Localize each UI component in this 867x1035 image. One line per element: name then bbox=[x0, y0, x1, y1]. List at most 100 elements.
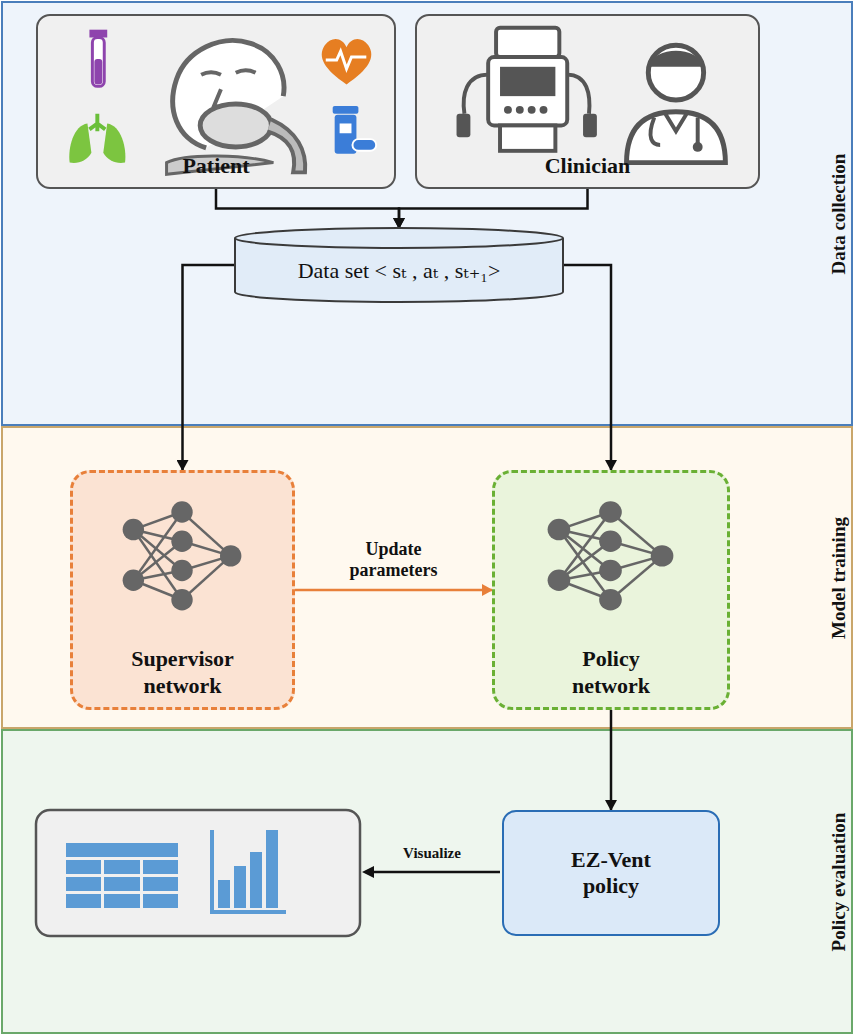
svg-rect bbox=[496, 28, 559, 57]
svg-rect bbox=[66, 843, 178, 857]
svg-rect bbox=[210, 830, 214, 914]
svg-circle bbox=[693, 142, 703, 152]
svg-path bbox=[648, 51, 703, 67]
policy-box: EZ-Vent policy bbox=[502, 810, 720, 936]
svg-path bbox=[267, 120, 305, 173]
dataset-cylinder: Data set < sₜ , aₜ , sₜ₊₁> bbox=[234, 228, 564, 302]
svg-rect bbox=[94, 59, 102, 84]
svg-circle bbox=[651, 545, 674, 566]
svg-path bbox=[69, 123, 91, 163]
svg-rect bbox=[104, 860, 140, 874]
network-box: Policy network bbox=[492, 470, 730, 710]
svg-g bbox=[133, 512, 230, 600]
svg-ellipse bbox=[200, 104, 271, 147]
band-title: Policy evaluation bbox=[827, 812, 849, 951]
svg-line bbox=[372, 871, 500, 874]
network-box: Supervisor network bbox=[70, 470, 295, 710]
svg-circle bbox=[171, 531, 192, 552]
svg-g bbox=[66, 830, 286, 914]
svg-rect bbox=[500, 67, 555, 96]
band-title: Data collection bbox=[827, 153, 849, 274]
node-label: Data set < sₜ , aₜ , sₜ₊₁> bbox=[298, 258, 501, 284]
svg-circle bbox=[123, 519, 144, 540]
svg-path bbox=[567, 75, 589, 114]
arrow-label: Visualize bbox=[403, 845, 461, 862]
svg-rect bbox=[143, 894, 178, 908]
connector-arrow bbox=[295, 589, 492, 592]
cylinder-stroke bbox=[235, 238, 563, 248]
svg-rect bbox=[340, 123, 352, 133]
connector-arrow bbox=[399, 189, 588, 228]
svg-g bbox=[559, 512, 662, 600]
band-title: Model training bbox=[827, 517, 849, 639]
svg-path bbox=[362, 866, 374, 878]
svg-circle bbox=[504, 106, 512, 114]
svg-rect bbox=[583, 114, 597, 137]
svg-rect bbox=[66, 894, 101, 908]
neural-network-icon bbox=[73, 473, 292, 707]
svg-circle bbox=[599, 501, 622, 522]
svg-path bbox=[326, 51, 367, 69]
svg-circle bbox=[528, 106, 536, 114]
svg-rect bbox=[250, 852, 262, 908]
svg-circle bbox=[540, 106, 548, 114]
svg-circle bbox=[648, 45, 703, 100]
svg-rect bbox=[66, 860, 101, 874]
svg-rect bbox=[92, 37, 104, 86]
neural-network-icon bbox=[495, 473, 727, 707]
edge-label: Update parameters bbox=[329, 539, 459, 582]
band-title-holder: Data collection bbox=[823, 3, 853, 424]
cylinder-stroke bbox=[235, 228, 563, 302]
connector-arrow bbox=[610, 710, 613, 810]
svg-rect bbox=[500, 125, 555, 150]
svg-circle bbox=[516, 106, 524, 114]
svg-circle bbox=[599, 589, 622, 610]
node-label: EZ-Vent policy bbox=[541, 847, 681, 900]
clinician-box: Clinician bbox=[415, 14, 760, 189]
svg-rect bbox=[36, 810, 360, 936]
node-label: Patient bbox=[182, 153, 249, 179]
svg-rect bbox=[104, 894, 140, 908]
connector-arrow bbox=[183, 265, 235, 470]
svg-rect bbox=[333, 106, 359, 114]
svg-path bbox=[103, 123, 125, 163]
band-title-holder: Model training bbox=[823, 428, 853, 727]
svg-g bbox=[548, 501, 674, 610]
svg-path bbox=[201, 70, 255, 74]
svg-rect bbox=[457, 114, 471, 137]
svg-path bbox=[322, 39, 372, 85]
svg-rect bbox=[218, 880, 230, 908]
band-panel: Data collection Patient bbox=[1, 1, 853, 426]
svg-circle bbox=[123, 570, 144, 591]
svg-rect bbox=[104, 877, 140, 891]
svg-path bbox=[664, 112, 688, 132]
svg-circle bbox=[548, 519, 571, 540]
svg-circle bbox=[548, 570, 571, 591]
svg-circle bbox=[171, 560, 192, 581]
svg-circle bbox=[599, 560, 622, 581]
node-label: Policy network bbox=[556, 646, 666, 699]
svg-rect bbox=[352, 139, 376, 151]
band-panel: Policy evaluation EZ-Vent policy bbox=[1, 729, 853, 1034]
band-title-holder: Policy evaluation bbox=[823, 731, 853, 1032]
svg-path bbox=[89, 114, 105, 132]
svg-rect bbox=[143, 877, 178, 891]
svg-rect bbox=[143, 860, 178, 874]
node-label: Clinician bbox=[545, 153, 631, 179]
svg-rect bbox=[210, 910, 286, 914]
svg-path bbox=[627, 112, 726, 163]
connector-arrow bbox=[564, 265, 611, 470]
svg-path bbox=[464, 75, 489, 114]
svg-g bbox=[123, 501, 242, 610]
svg-circle bbox=[171, 501, 192, 522]
svg-circle bbox=[171, 589, 192, 610]
svg-rect bbox=[488, 57, 567, 125]
svg-rect bbox=[234, 866, 246, 908]
svg-path bbox=[650, 118, 697, 145]
svg-rect bbox=[266, 830, 278, 908]
connector-arrow bbox=[216, 189, 399, 228]
svg-circle bbox=[220, 545, 241, 566]
svg-rect bbox=[66, 877, 101, 891]
node-label: Supervisor network bbox=[108, 646, 258, 699]
